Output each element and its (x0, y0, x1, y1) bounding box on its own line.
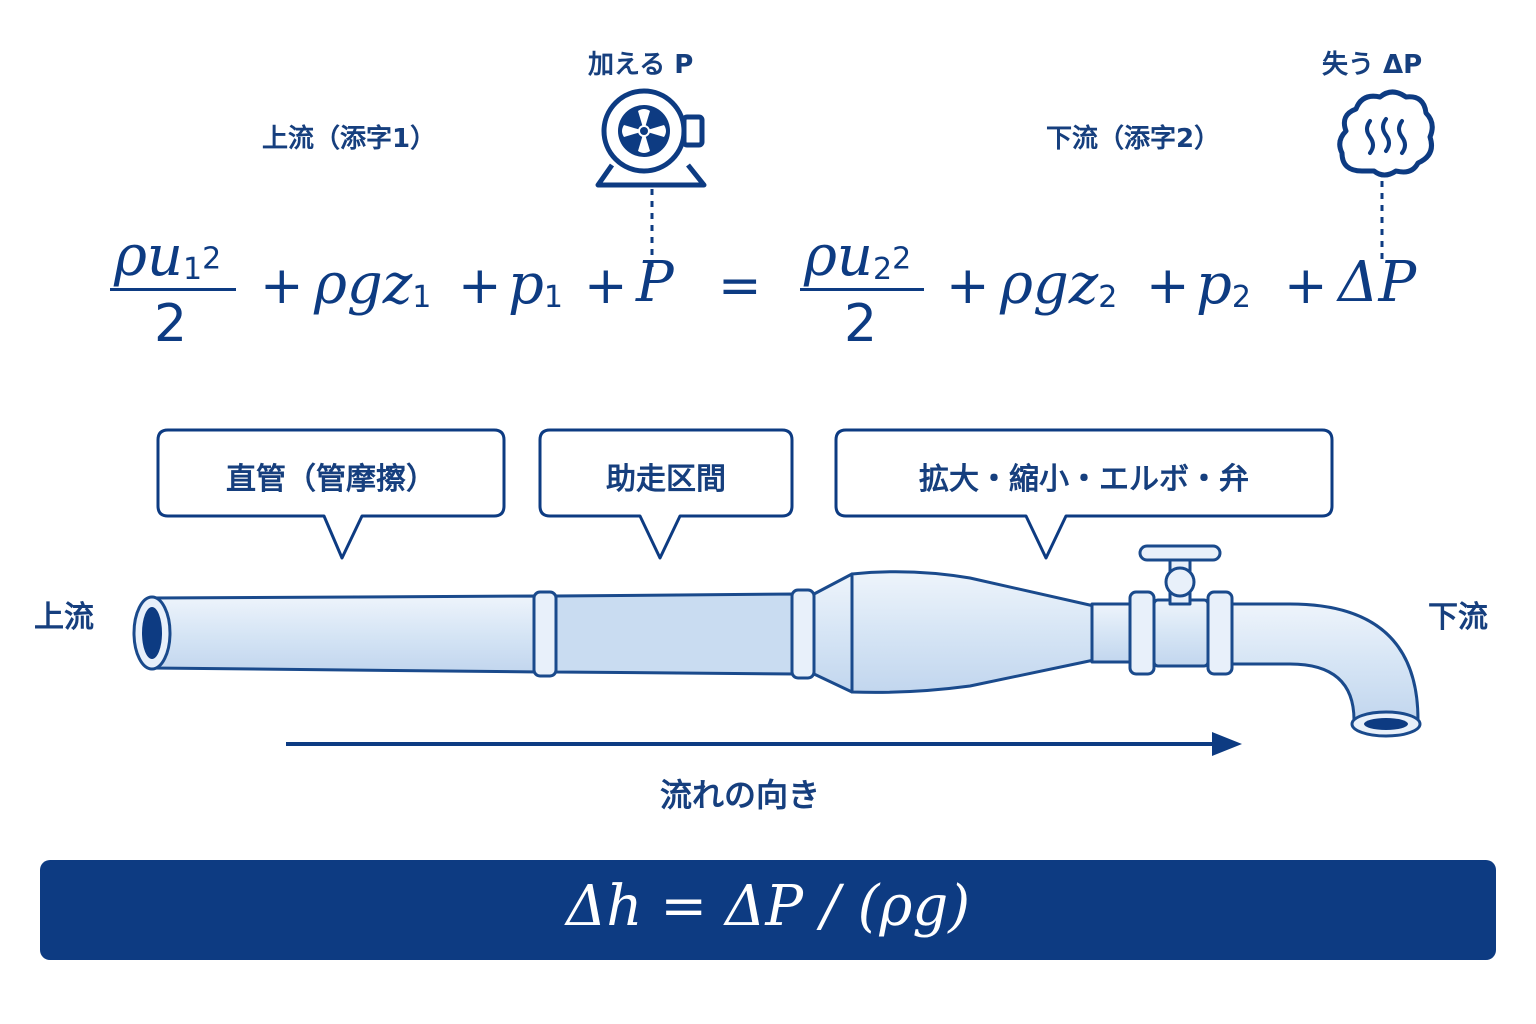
callout-bubble-entrance (538, 428, 794, 560)
pipe-system (132, 544, 1422, 738)
pipe-joint-2 (790, 588, 816, 680)
straight-pipe (150, 594, 542, 674)
eq-rho-u-1: ρu (114, 224, 183, 289)
contraction-pipe (1090, 602, 1136, 664)
eq-pressure-2: p2 (1196, 252, 1251, 317)
valve-icon (1159, 562, 1203, 602)
eq-right-kinetic-numerator: ρu22 (804, 224, 911, 289)
eq-plus-6: + (1284, 256, 1328, 316)
eq-plus-5: + (1146, 256, 1190, 316)
callout-bubble-straight-pipe (156, 428, 506, 560)
upstream-label: 上流 (34, 600, 94, 635)
eq-square-2: 2 (892, 241, 912, 277)
flow-arrow-icon (286, 732, 1242, 756)
upstream-subscript-label: 上流（添字1） (262, 124, 437, 154)
expansion-cone (812, 572, 854, 694)
pipe-joint-1 (532, 590, 558, 678)
eq-potential-1: ρgz1 (314, 252, 431, 317)
eq-p-1: p (508, 252, 544, 317)
elbow-pipe (1230, 602, 1420, 722)
eq-rho-u-2: ρu (804, 224, 873, 289)
callout-straight-pipe: 直管（管摩擦） (226, 462, 436, 497)
eq-denominator-left: 2 (154, 294, 188, 354)
callout-shapes (156, 428, 1334, 560)
eq-sub-2b: 2 (1098, 280, 1118, 316)
eq-equals: = (718, 256, 762, 316)
eq-square-1: 2 (202, 241, 222, 277)
eq-fraction-bar-right (800, 288, 924, 291)
eq-sub-1c: 1 (543, 280, 563, 316)
valve-flange-left (1128, 590, 1156, 676)
eq-sub-2c: 2 (1231, 280, 1251, 316)
eq-sub-2a: 2 (873, 252, 893, 288)
eq-added-P: P (636, 250, 674, 315)
eq-p-2: p (1196, 252, 1232, 317)
eq-plus-2: + (458, 256, 502, 316)
callout-bubble-fittings (834, 428, 1334, 560)
loss-label: 失う ΔP (1322, 50, 1423, 80)
eq-rho-g-z-2: ρgz (1000, 252, 1099, 317)
eq-fraction-bar-left (110, 288, 236, 291)
entrance-section (554, 592, 798, 676)
expanded-pipe (850, 570, 1096, 694)
eq-left-kinetic-numerator: ρu12 (114, 224, 221, 289)
valve-flange-right (1206, 590, 1234, 676)
valve-body (1152, 598, 1210, 668)
callout-fittings: 拡大・縮小・エルボ・弁 (919, 462, 1249, 497)
callout-entrance-length: 助走区間 (606, 462, 726, 497)
eq-plus-3: + (584, 256, 628, 316)
loss-connector-line (1380, 181, 1384, 261)
eq-plus-1: + (260, 256, 304, 316)
pump-icon (595, 88, 707, 188)
downstream-subscript-label: 下流（添字2） (1046, 124, 1221, 154)
head-loss-formula: Δh = ΔP / (ρg) (565, 874, 971, 939)
eq-plus-4: + (946, 256, 990, 316)
bottom-formula-banner: Δh = ΔP / (ρg) (40, 860, 1496, 960)
valve-handle (1138, 544, 1222, 562)
eq-sub-1a: 1 (183, 252, 203, 288)
downstream-label: 下流 (1428, 600, 1488, 635)
eq-denominator-right: 2 (844, 294, 878, 354)
flow-direction-label: 流れの向き (660, 776, 821, 814)
steam-loss-icon (1337, 89, 1435, 178)
eq-rho-g-z-1: ρgz (314, 252, 413, 317)
pump-connector-line (650, 189, 654, 269)
eq-pressure-1: p1 (508, 252, 563, 317)
eq-potential-2: ρgz2 (1000, 252, 1117, 317)
eq-sub-1b: 1 (412, 280, 432, 316)
eq-lost-delta-P: ΔP (1338, 250, 1417, 315)
pump-label: 加える P (588, 50, 694, 80)
